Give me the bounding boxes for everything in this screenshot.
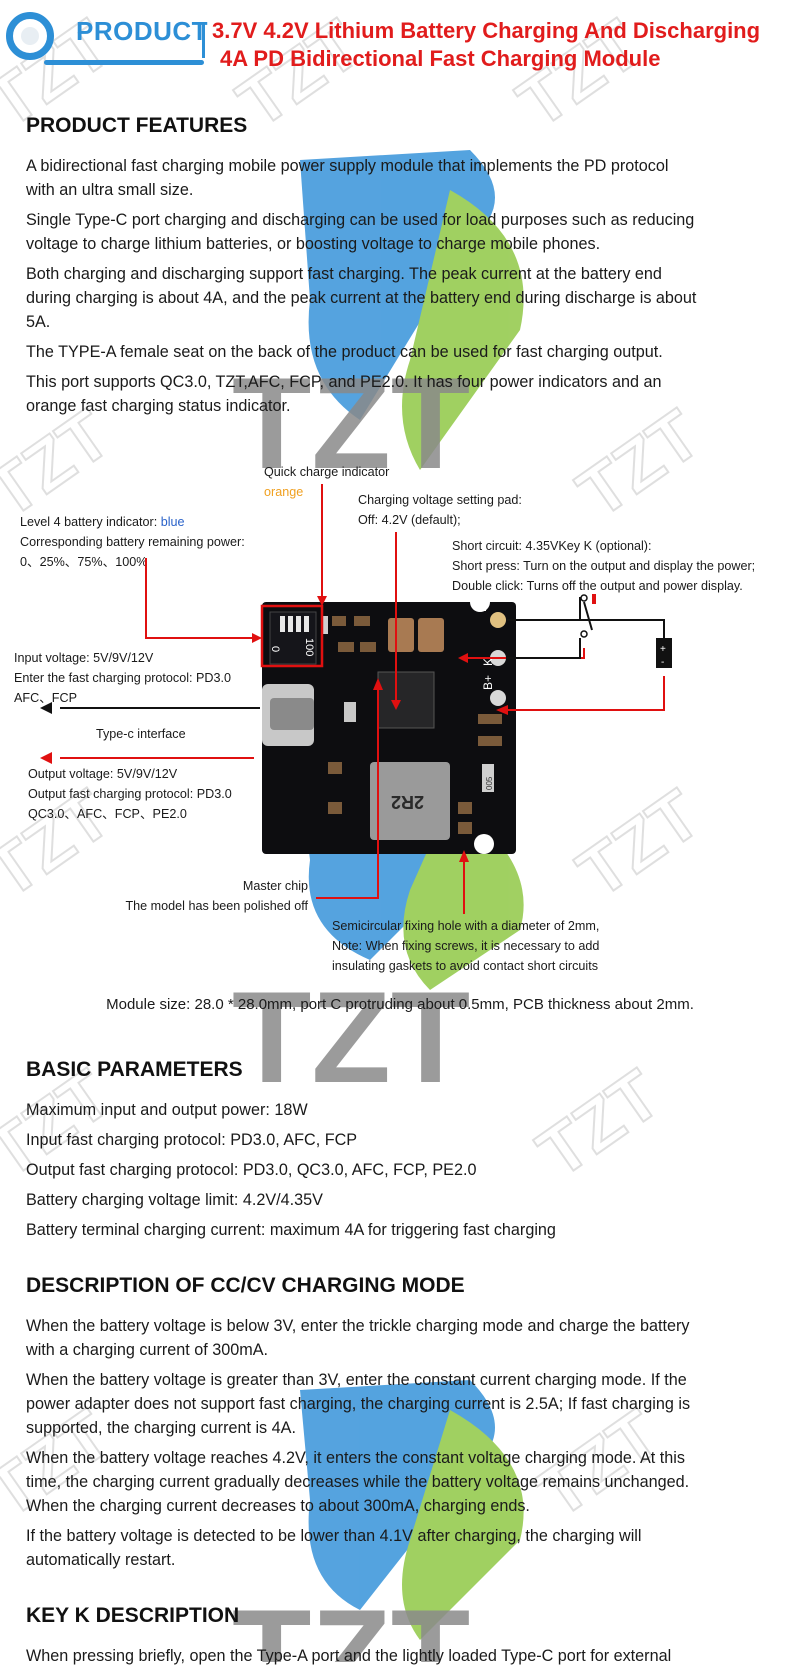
page-title-line2: 4A PD Bidirectional Fast Charging Module <box>220 46 661 71</box>
battery-icon <box>656 638 672 668</box>
text-line: When the charging current decreases to a… <box>26 1497 530 1515</box>
text-line: voltage to charge lithium batteries, or … <box>26 235 601 253</box>
switch-contact <box>580 594 588 602</box>
pad-k-label: K <box>481 658 495 666</box>
pad-b-plus-label: B+ <box>481 675 495 690</box>
text-line: The TYPE-A female seat on the back of th… <box>26 343 663 361</box>
text-line: with an ultra small size. <box>26 181 194 199</box>
feature-paragraph: The TYPE-A female seat on the back of th… <box>26 340 776 364</box>
feature-paragraph: This port supports QC3.0, TZT,AFC, FCP, … <box>26 370 776 418</box>
cccv-paragraph: When the battery voltage reaches 4.2V, i… <box>26 1446 776 1518</box>
text-line: time, the charging current gradually dec… <box>26 1473 690 1491</box>
fixing-hole-label: Semicircular fixing hole with a diameter… <box>332 919 600 973</box>
features-heading: PRODUCT FEATURES <box>26 114 248 137</box>
battery-plus: + <box>660 644 666 655</box>
key-k-switch <box>592 594 596 604</box>
feature-paragraph: Both charging and discharging support fa… <box>26 262 776 334</box>
text-line: automatically restart. <box>26 1551 176 1569</box>
inductor-mark: 2R2 <box>391 792 424 812</box>
text-line: power adapter does not support fast char… <box>26 1395 691 1413</box>
text-line: orange fast charging status indicator. <box>26 397 291 415</box>
led-label-0: 0 <box>269 646 281 652</box>
pad-b-minus <box>490 612 506 628</box>
logo-underline <box>44 60 204 65</box>
wm-large-text: TZT <box>232 964 470 1110</box>
text-line: during charging is about 4A, and the pea… <box>26 289 697 307</box>
arrow-head <box>40 702 52 714</box>
inductor <box>370 762 450 840</box>
battery-minus: - <box>661 657 664 668</box>
param-item: Battery terminal charging current: maxim… <box>26 1221 556 1239</box>
fixing-hole <box>474 834 494 854</box>
text-line: When the battery voltage is greater than… <box>26 1371 687 1389</box>
input-label: Input voltage: 5V/9V/12V Enter the fast … <box>14 651 232 705</box>
capacitor <box>418 618 444 652</box>
keyk-heading: KEY K DESCRIPTION <box>26 1604 240 1627</box>
feature-paragraph: Single Type-C port charging and discharg… <box>26 208 776 256</box>
text-line: If the battery voltage is detected to be… <box>26 1527 642 1545</box>
param-item: Output fast charging protocol: PD3.0, QC… <box>26 1161 477 1179</box>
feature-paragraph: A bidirectional fast charging mobile pow… <box>26 154 776 202</box>
text-line: A bidirectional fast charging mobile pow… <box>26 157 669 175</box>
product-logo-icon <box>6 12 54 60</box>
cccv-paragraph: If the battery voltage is detected to be… <box>26 1524 776 1572</box>
charging-voltage-label: Charging voltage setting pad: Off: 4.2V … <box>358 493 522 527</box>
text-line: Both charging and discharging support fa… <box>26 265 662 283</box>
param-item: Maximum input and output power: 18W <box>26 1101 308 1119</box>
quick-charge-label: Quick charge indicator orange <box>264 465 390 499</box>
battery-indicator-label: Level 4 battery indicator: blue Correspo… <box>20 515 245 569</box>
keyk-paragraph: When pressing briefly, open the Type-A p… <box>26 1647 672 1665</box>
cccv-heading: DESCRIPTION OF CC/CV CHARGING MODE <box>26 1274 465 1297</box>
cccv-paragraph: When the battery voltage is greater than… <box>26 1368 776 1440</box>
switch-contact <box>580 630 588 638</box>
param-item: Battery charging voltage limit: 4.2V/4.3… <box>26 1191 323 1209</box>
text-line: When the battery voltage is below 3V, en… <box>26 1317 690 1335</box>
pcb-illustration: 0 100 B- K B+ 2R2 005 <box>40 484 672 914</box>
led-label-100: 100 <box>303 638 315 656</box>
led-indicators <box>280 616 328 634</box>
text-line: This port supports QC3.0, TZT,AFC, FCP, … <box>26 373 662 391</box>
page-header: PRODUCT 3.7V 4.2V Lithium Battery Chargi… <box>0 0 800 80</box>
text-line: Single Type-C port charging and discharg… <box>26 211 695 229</box>
logo-divider <box>202 22 205 58</box>
arrow-heads <box>40 596 508 862</box>
page-title-line1: 3.7V 4.2V Lithium Battery Charging And D… <box>212 18 761 43</box>
typec-label: Type-c interface <box>96 727 186 741</box>
pad-b-plus <box>490 690 506 706</box>
module-size-text: Module size: 28.0 * 28.0mm, port C protr… <box>106 996 694 1013</box>
master-chip <box>377 671 435 729</box>
text-line: with a charging current of 300mA. <box>26 1341 269 1359</box>
part-mark: 005 <box>485 776 494 790</box>
capacitor <box>388 618 414 652</box>
param-item: Input fast charging protocol: PD3.0, AFC… <box>26 1131 358 1149</box>
logo-text: PRODUCT <box>76 16 209 46</box>
module-diagram: Quick charge indicator orange Charging v… <box>0 462 800 982</box>
fixing-hole <box>470 592 490 612</box>
master-chip-label: Master chip The model has been polished … <box>125 879 308 913</box>
cccv-paragraph: When the battery voltage is below 3V, en… <box>26 1314 776 1362</box>
short-circuit-label: Short circuit: 4.35VKey K (optional): Sh… <box>452 539 756 593</box>
basic-heading: BASIC PARAMETERS <box>26 1058 243 1081</box>
text-line: 5A. <box>26 313 51 331</box>
led-highlight-box <box>260 604 324 668</box>
output-label: Output voltage: 5V/9V/12V Output fast ch… <box>28 767 232 821</box>
text-line: When the battery voltage reaches 4.2V, i… <box>26 1449 685 1467</box>
text-line: supported, the charging current is 4A. <box>26 1419 296 1437</box>
